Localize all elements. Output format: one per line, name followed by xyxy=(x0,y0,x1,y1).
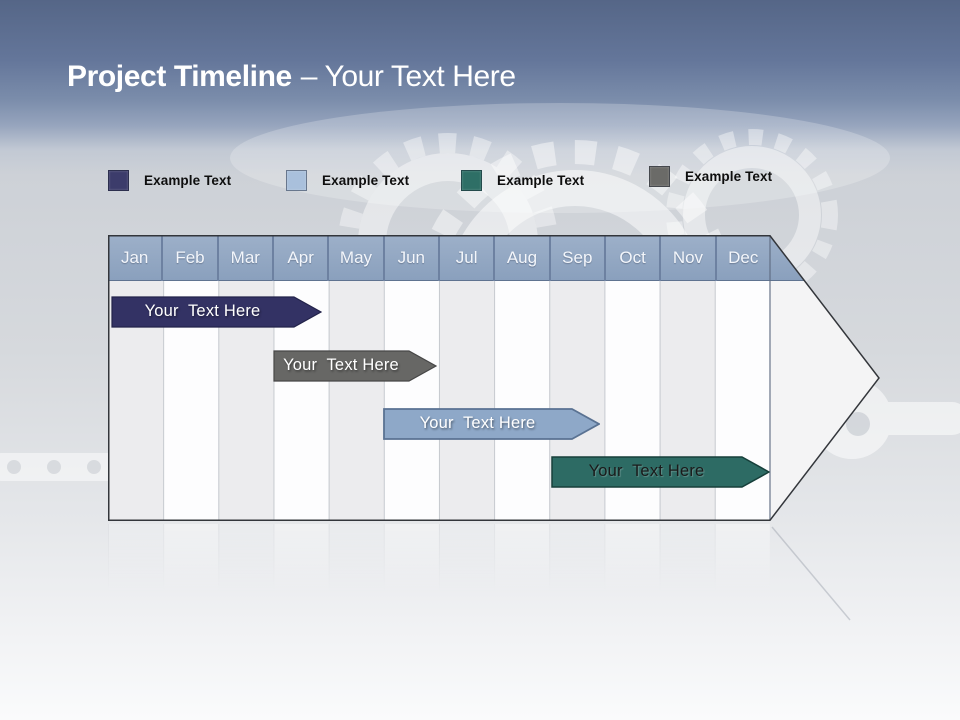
timeline-bar-2[interactable]: Your Text Here xyxy=(273,350,437,382)
legend-label: Example Text xyxy=(685,169,773,184)
timeline-bar-label: Your Text Here xyxy=(144,302,261,320)
timeline-bar-label: Your Text Here xyxy=(588,462,705,480)
table-reflection xyxy=(108,524,770,604)
legend-item[interactable]: Example Text xyxy=(286,170,409,191)
timeline-bar-3[interactable]: Your Text Here xyxy=(383,408,600,440)
timeline-bar-label: Your Text Here xyxy=(419,414,536,432)
timeline-bar-1[interactable]: Your Text Here xyxy=(111,296,322,328)
month-header-cell: Oct xyxy=(603,235,659,281)
month-header-cell: Sep xyxy=(548,235,604,281)
timeline-arrow-body: Jan Feb Mar Apr May Jun Jul Aug Sep Oct … xyxy=(108,235,880,521)
timeline-bar-label: Your Text Here xyxy=(283,356,399,374)
month-header-cell: Mar xyxy=(216,235,272,281)
month-header-row: Jan Feb Mar Apr May Jun Jul Aug Sep Oct … xyxy=(108,235,880,281)
legend-swatch xyxy=(286,170,307,191)
legend-label: Example Text xyxy=(144,173,232,188)
month-header-cell: Apr xyxy=(271,235,327,281)
page-title-subtitle: – Your Text Here xyxy=(300,60,516,93)
legend-swatch xyxy=(649,166,670,187)
month-header-cell: Jul xyxy=(437,235,493,281)
month-header-cell: Aug xyxy=(493,235,548,281)
page-title-bold: Project Timeline xyxy=(67,60,292,93)
month-header-cell: May xyxy=(327,235,382,281)
legend-item[interactable]: Example Text xyxy=(461,170,584,191)
timeline-table[interactable]: Jan Feb Mar Apr May Jun Jul Aug Sep Oct … xyxy=(108,235,880,521)
legend-swatch xyxy=(461,170,482,191)
month-header-cell: Dec xyxy=(714,235,770,281)
month-header-cell: Jun xyxy=(382,235,438,281)
month-header-cell: Jan xyxy=(120,248,149,267)
timeline-bar-4[interactable]: Your Text Here xyxy=(551,456,770,488)
month-header-cell: Nov xyxy=(659,235,714,281)
legend-item[interactable]: Example Text xyxy=(649,166,772,187)
legend-item[interactable]: Example Text xyxy=(108,170,231,191)
page-title[interactable]: Project Timeline– Your Text Here xyxy=(67,59,516,95)
legend-label: Example Text xyxy=(497,173,585,188)
legend-label: Example Text xyxy=(322,173,410,188)
month-header-cell: Feb xyxy=(161,235,216,281)
legend-swatch xyxy=(108,170,129,191)
